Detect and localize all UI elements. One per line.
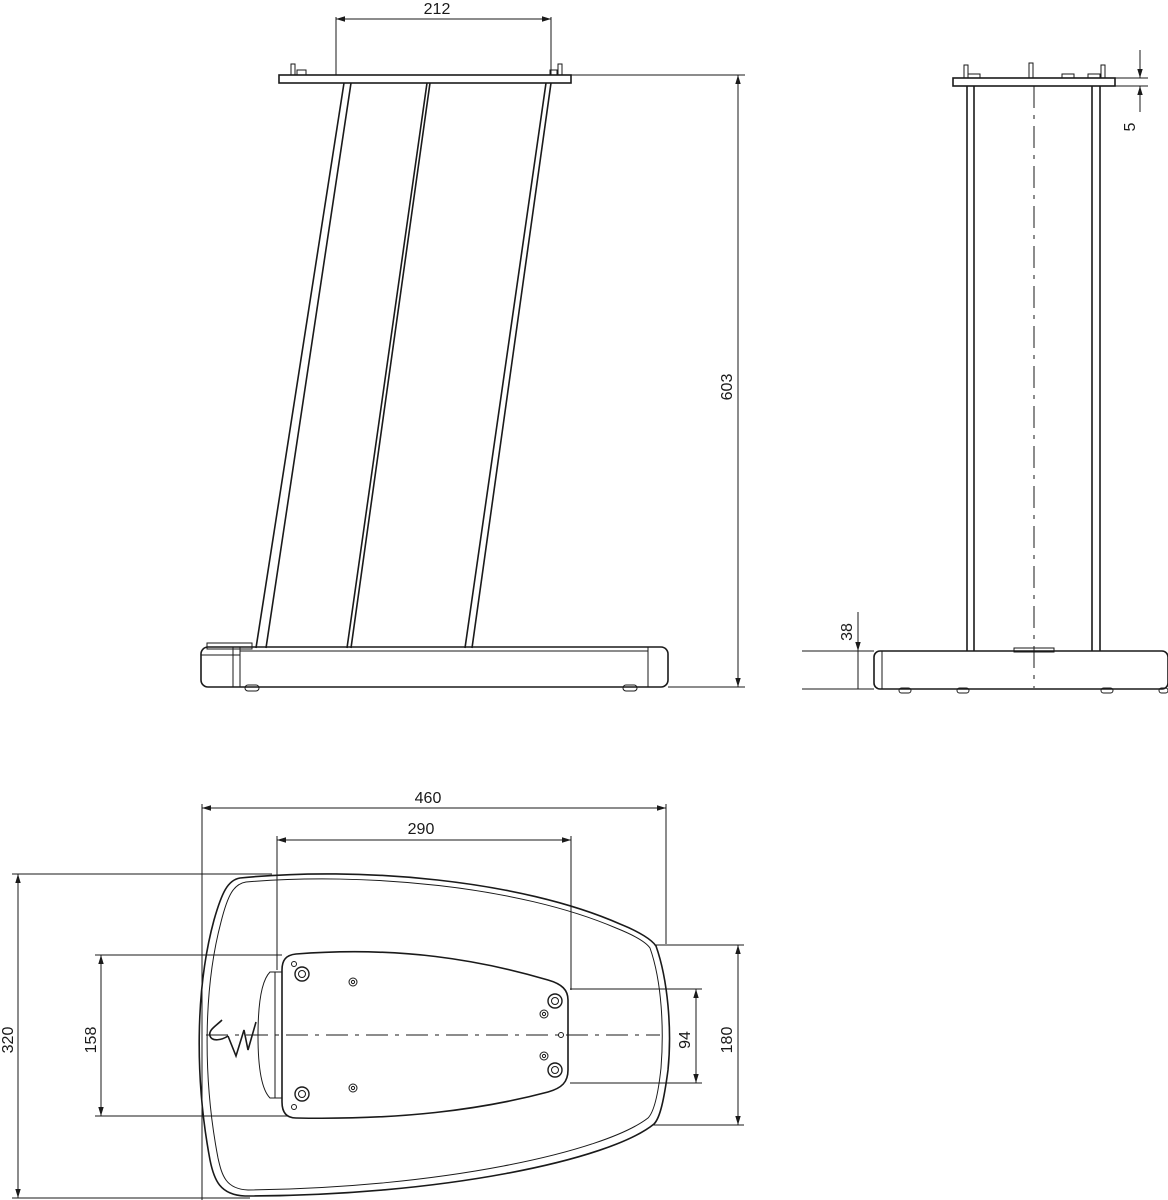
plate-bracket <box>257 971 282 1099</box>
front-top-plate <box>952 77 1116 87</box>
dim-front-width: 180 <box>652 944 744 1126</box>
dim-hole-span-label: 290 <box>408 821 435 838</box>
front-base <box>873 647 1168 694</box>
base-outline <box>198 873 671 1197</box>
front-pillars <box>966 86 1101 651</box>
dim-base-length: 460 <box>201 790 667 1200</box>
front-top-spikes <box>963 62 1106 79</box>
dim-plate-depth-label: 158 <box>83 1027 100 1054</box>
dim-top-plate: 5 <box>1115 50 1148 131</box>
mounting-plate <box>281 950 569 1120</box>
slanted-pillars <box>255 82 552 649</box>
dim-top-width: 212 <box>335 1 552 75</box>
side-view: 212 603 <box>200 1 745 692</box>
side-base <box>200 642 669 692</box>
dim-base-height: 38 <box>802 612 874 690</box>
top-view: 460 290 320 158 94 <box>0 790 744 1200</box>
base-inner-outline <box>206 878 663 1191</box>
dim-base-depth: 320 <box>0 873 272 1199</box>
dim-base-depth-label: 320 <box>0 1027 17 1054</box>
dim-hole-span: 290 <box>276 821 572 990</box>
dim-front-hole-span: 94 <box>570 988 702 1084</box>
top-plate <box>278 74 572 84</box>
dim-base-length-label: 460 <box>415 790 442 807</box>
dim-height: 603 <box>571 74 745 688</box>
dim-front-width-label: 180 <box>719 1027 736 1054</box>
dim-plate-depth: 158 <box>83 954 288 1117</box>
front-view: 5 38 <box>802 50 1168 694</box>
dim-base-height-label: 38 <box>839 623 856 641</box>
dim-top-width-label: 212 <box>424 1 451 18</box>
dim-top-plate-label: 5 <box>1122 122 1139 131</box>
mounting-holes <box>291 961 564 1110</box>
dim-front-hole-span-label: 94 <box>677 1031 694 1049</box>
top-spikes <box>290 63 563 76</box>
dim-height-label: 603 <box>719 374 736 401</box>
w-logo-icon <box>208 1019 257 1059</box>
